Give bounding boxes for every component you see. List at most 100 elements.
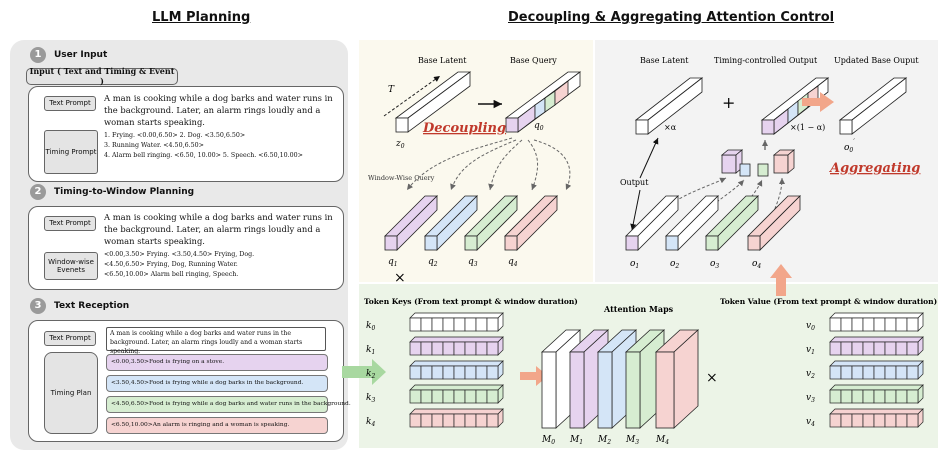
- one-minus-alpha-label: ×(1 − α): [790, 123, 825, 132]
- m0-label: M0: [541, 435, 555, 446]
- token-keys-title: Token Keys (From text prompt & window du…: [364, 297, 578, 306]
- time-axis-arrow: [383, 75, 441, 117]
- token-key-0: k0: [366, 312, 504, 332]
- token-key-label: k3: [366, 393, 375, 404]
- timing-output-label: Timing-controlled Output: [714, 56, 818, 65]
- query-times-sign: ×: [394, 270, 406, 286]
- token-key-label: k4: [366, 417, 375, 428]
- window-line: <4.50,6.50> Frying, Dog, Running Water.: [104, 261, 238, 268]
- time-axis-label: T: [388, 85, 395, 95]
- q3-label: q3: [468, 257, 478, 268]
- token-values-title: Token Value (From text prompt & window d…: [720, 297, 937, 306]
- base-query-bar: [504, 71, 582, 133]
- base-latent-bar: [394, 71, 472, 133]
- aggregated-cubes: [720, 140, 796, 177]
- q4-label: q4: [508, 257, 518, 268]
- step-1-badge: 1: [30, 47, 46, 63]
- q2-label: q2: [428, 257, 438, 268]
- text-prompt-2: A man is cooking while a dog barks and w…: [104, 212, 333, 246]
- q1-label: q1: [388, 257, 398, 268]
- timing-line: 3. Running Water. <4.50,6.50>: [104, 142, 204, 149]
- output-o3: [705, 195, 759, 251]
- input-header: Input ( Text and Timing & Event ): [26, 67, 178, 85]
- llm-planning-title: LLM Planning: [152, 10, 251, 25]
- timing-plan-row: <6.50,10.00>An alarm is ringing and a wo…: [106, 417, 328, 434]
- text-prompt-tag-3: Text Prompt: [44, 331, 96, 346]
- output-o1: [625, 195, 679, 251]
- token-value-label: v3: [806, 393, 815, 404]
- timing-plan-tag: Timing Plan: [44, 352, 98, 434]
- token-value-label: v4: [806, 417, 815, 428]
- m2-label: M2: [597, 435, 611, 446]
- token-value-3: v3: [806, 384, 924, 404]
- step-3-label: Text Reception: [54, 301, 130, 311]
- text-prompt-1: A man is cooking while a dog barks and w…: [104, 93, 333, 127]
- plus-sign: +: [722, 93, 735, 112]
- step-2-badge: 2: [30, 184, 46, 200]
- attention-control-title: Decoupling & Aggregating Attention Contr…: [508, 10, 835, 25]
- token-key-4: k4: [366, 408, 504, 428]
- step-1-label: User Input: [54, 50, 108, 60]
- values-up-arrow: [770, 264, 792, 296]
- timing-plan-row: <0.00,3.50>Food is frying on a stove.: [106, 354, 328, 371]
- timing-prompt-lines: 1. Frying. <0.00,6.50> 2. Dog. <3.50,6.5…: [104, 131, 303, 161]
- m4-label: M4: [655, 435, 669, 446]
- o2-label: o2: [670, 259, 679, 270]
- token-value-1: v1: [806, 336, 924, 356]
- output-label: Output: [620, 178, 649, 187]
- agg-base-latent-bar: [634, 77, 704, 135]
- token-value-4: v4: [806, 408, 924, 428]
- o1-label: o1: [630, 259, 639, 270]
- o3-label: o3: [710, 259, 719, 270]
- text-prompt-3: A man is cooking while a dog barks and w…: [106, 327, 326, 355]
- flow-arrow: [342, 359, 386, 385]
- m3-label: M3: [625, 435, 639, 446]
- attention-times-sign: ×: [706, 370, 718, 386]
- timing-line: 4. Alarm bell ringing. <6.50, 10.00> 5. …: [104, 152, 303, 159]
- token-value-rows: v0 v1 v2 v3 v4: [806, 312, 924, 428]
- timing-prompt-tag: Timing Prompt: [44, 130, 98, 174]
- token-key-label: k1: [366, 345, 375, 356]
- token-value-label: v1: [806, 345, 815, 356]
- updated-output-bar: [838, 77, 908, 135]
- text-prompt-tag-2: Text Prompt: [44, 216, 96, 231]
- output-o4: [747, 195, 801, 251]
- timing-line: 1. Frying. <0.00,6.50> 2. Dog. <3.50,6.5…: [104, 132, 246, 139]
- attention-maps-title: Attention Maps: [603, 304, 674, 314]
- base-latent-label: Base Latent: [418, 56, 467, 65]
- aggregate-arrow: [802, 92, 834, 112]
- window-events-tag: Window-wise Evenets: [44, 252, 98, 280]
- window-line: <0.00,3.50> Frying. <3.50,4.50> Frying, …: [104, 251, 255, 258]
- window-line: <6.50,10.00> Alarm bell ringing, Speech.: [104, 271, 239, 278]
- token-value-0: v0: [806, 312, 924, 332]
- timing-plan-row: <4.50,6.50>Food is frying while a dog ba…: [106, 396, 351, 413]
- aggregating-label: Aggregating: [828, 161, 920, 176]
- token-key-label: k2: [366, 369, 375, 380]
- base-query-label: Base Query: [510, 56, 557, 65]
- window-query-label: Window-Wise Query: [368, 174, 435, 182]
- token-value-label: v2: [806, 369, 815, 380]
- step-3-badge: 3: [30, 298, 46, 314]
- m1-label: M1: [569, 435, 583, 446]
- token-value-label: v0: [806, 321, 815, 332]
- token-key-2: k2: [366, 360, 504, 380]
- token-key-label: k0: [366, 321, 375, 332]
- agg-base-latent-label: Base Latent: [640, 56, 689, 65]
- o0-prime-label: o0′: [844, 138, 855, 154]
- window-query-q2: [424, 195, 478, 251]
- timing-plan-row: <3.50,4.50>Food is frying while a dog ba…: [106, 375, 328, 392]
- token-key-3: k3: [366, 384, 504, 404]
- attention-map-m4: [654, 329, 700, 429]
- keys-to-maps-arrow: [520, 366, 548, 386]
- token-key-1: k1: [366, 336, 504, 356]
- updated-output-label: Updated Base Ouput: [834, 56, 919, 65]
- window-events-lines: <0.00,3.50> Frying. <3.50,4.50> Frying, …: [104, 250, 254, 280]
- window-query-q1: [384, 195, 438, 251]
- alpha-label: ×α: [664, 123, 677, 132]
- token-value-2: v2: [806, 360, 924, 380]
- window-query-q3: [464, 195, 518, 251]
- o4-label: o4: [752, 259, 761, 270]
- output-o2: [665, 195, 719, 251]
- window-query-q4: [504, 195, 558, 251]
